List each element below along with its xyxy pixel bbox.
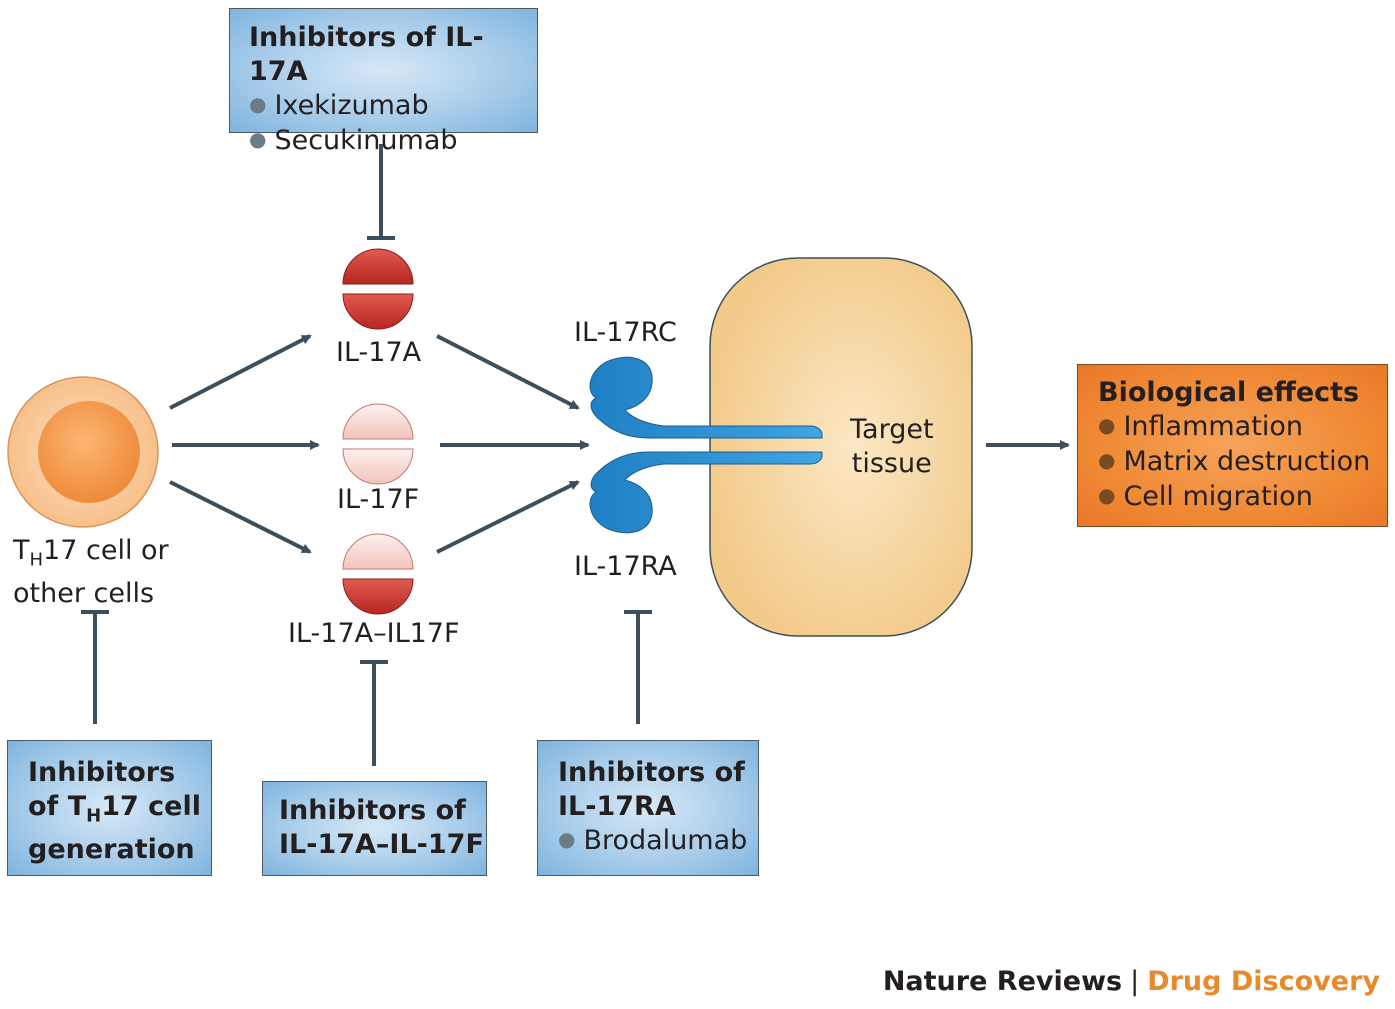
inhibitors-il17a-box: Inhibitors of IL-17A ●Ixekizumab ●Secuki…	[229, 8, 538, 156]
inhibition-th17	[81, 610, 109, 724]
inhibition-il17a-il17f	[360, 660, 388, 766]
list-item: ●Ixekizumab	[249, 90, 429, 121]
inhibitors-il17a-il17f-box: Inhibitors of IL-17A–IL-17F	[262, 781, 487, 876]
target-tissue-shape	[709, 257, 973, 637]
inhibition-il17a	[367, 144, 395, 240]
il17-receptor-icon	[589, 356, 823, 534]
arrow-cell-to-il17a-il17f	[169, 480, 312, 554]
journal-credit: Nature Reviews|Drug Discovery	[882, 966, 1380, 997]
il17a-label: IL-17A	[336, 337, 422, 368]
list-item: ●Brodalumab	[558, 825, 748, 856]
il17ra-label: IL-17RA	[574, 551, 677, 582]
il17f-label: IL-17F	[337, 484, 420, 515]
il17a-il17f-cytokine-icon	[342, 533, 414, 615]
inhibitors-il17ra-box: Inhibitors of IL-17RA ●Brodalumab	[537, 740, 759, 876]
il17rc-label: IL-17RC	[574, 317, 677, 348]
list-item: ●Inflammation	[1098, 411, 1303, 442]
il17f-cytokine-icon	[342, 403, 414, 485]
biological-effects-title: Biological effects	[1098, 377, 1360, 408]
bullet-icon: ●	[1098, 483, 1116, 507]
biological-effects-box: Biological effects ●Inflammation ●Matrix…	[1077, 364, 1388, 527]
bullet-icon: ●	[558, 827, 576, 851]
inhibition-il17ra	[624, 610, 652, 724]
inhibitors-th17-box: Inhibitors of TH17 cell generation	[7, 740, 212, 876]
bullet-icon: ●	[1098, 448, 1116, 472]
list-item: ●Secukinumab	[249, 125, 458, 156]
list-item: ●Cell migration	[1098, 481, 1313, 512]
bullet-icon: ●	[249, 127, 267, 151]
il17a-cytokine-icon	[342, 248, 414, 330]
bullet-icon: ●	[249, 92, 267, 116]
arrow-cell-to-il17a	[169, 334, 312, 410]
cell-label: TH17 cell or other cells	[13, 535, 169, 610]
il17a-il17f-label: IL-17A–IL17F	[288, 618, 460, 649]
arrow-il17a-to-receptor	[436, 334, 580, 410]
target-tissue-label: Target tissue	[850, 414, 934, 479]
inhibitors-il17a-title: Inhibitors of IL-17A	[249, 22, 484, 87]
arrow-il17a-il17f-to-receptor	[436, 480, 580, 554]
list-item: ●Matrix destruction	[1098, 446, 1371, 477]
th17-cell-shape	[7, 376, 159, 528]
bullet-icon: ●	[1098, 413, 1116, 437]
